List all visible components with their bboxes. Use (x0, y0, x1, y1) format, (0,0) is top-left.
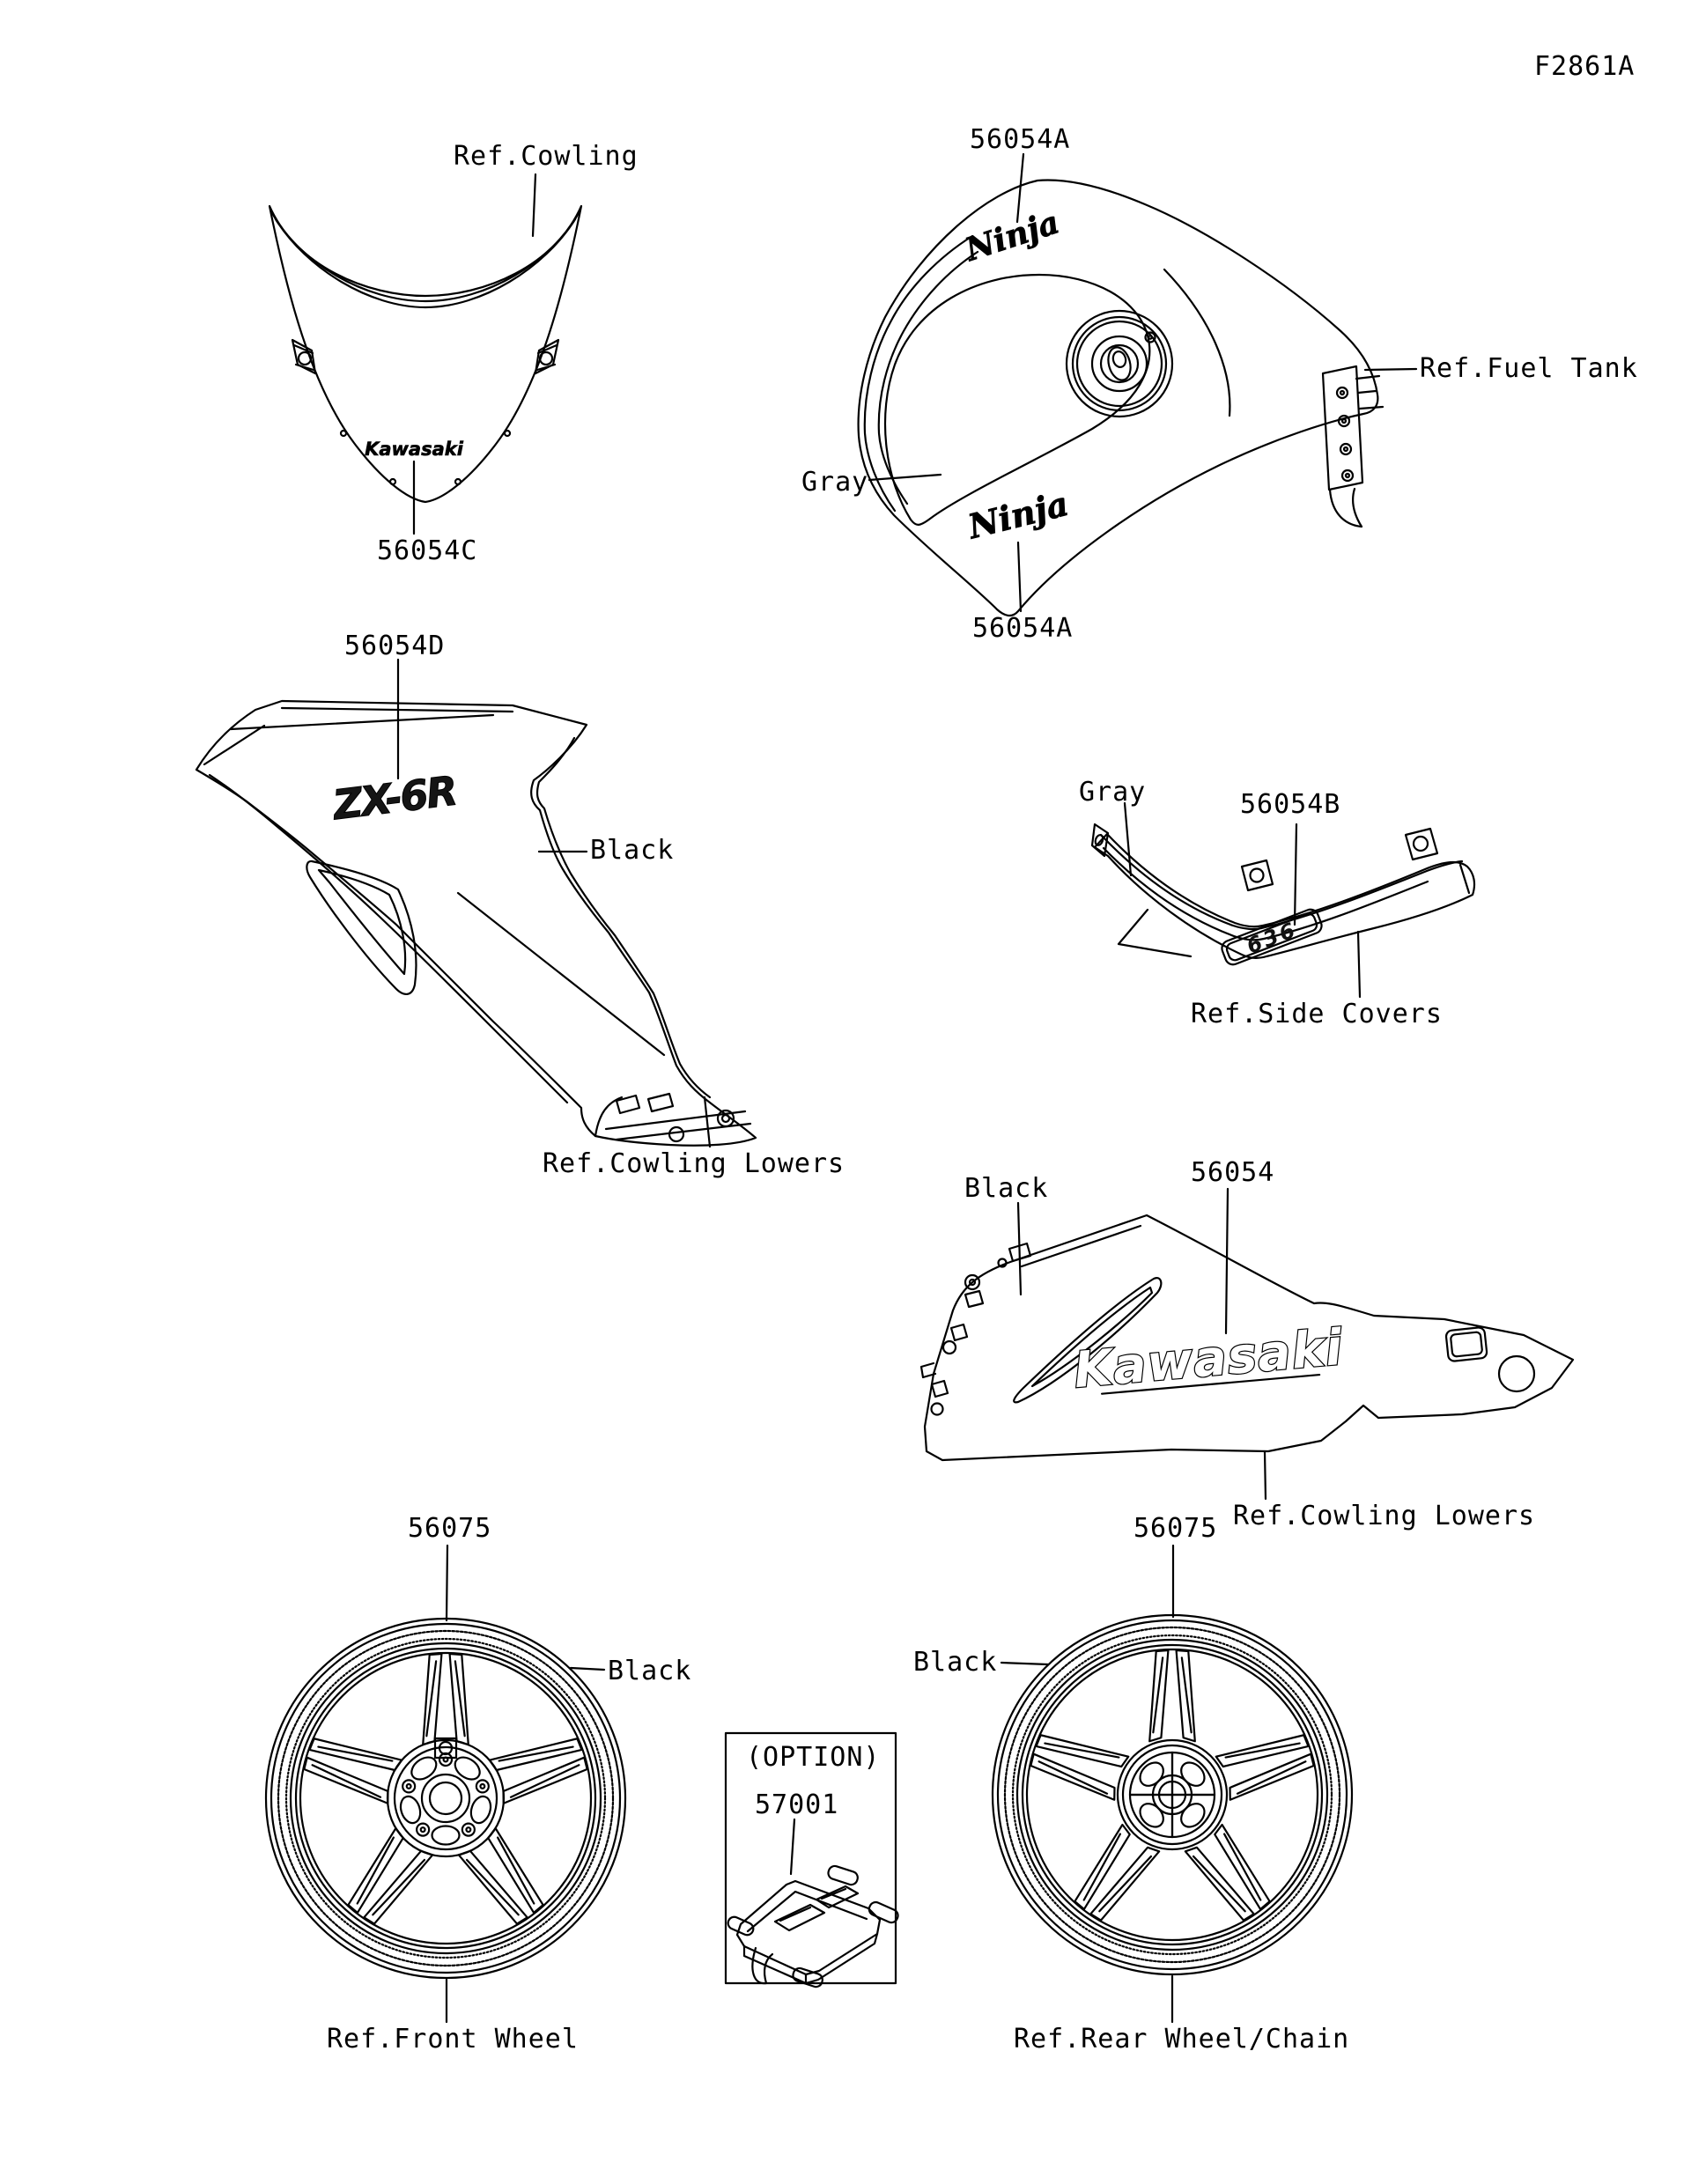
part-number-56075-front: 56075 (408, 1513, 492, 1544)
lower-cowling-kawasaki-decal: Kawasaki (1072, 1319, 1346, 1399)
ref-side-covers-label: Ref.Side Covers (1191, 999, 1443, 1029)
part-number-57001: 57001 (755, 1789, 839, 1820)
ref-cowling-lowers-left: Ref.Cowling Lowers (543, 1148, 846, 1179)
upper-cowling-drawing: ZX-6R (195, 699, 757, 1147)
color-label-black-rear: Black (913, 1647, 998, 1678)
color-label-black-lower: Black (964, 1173, 1049, 1204)
fuel-tank-ninja-decal-top: Ninja (960, 203, 1064, 269)
leader-lines (396, 152, 1418, 2024)
part-number-56075-rear: 56075 (1133, 1513, 1218, 1544)
rear-wheel-drawing (991, 1613, 1354, 1976)
ref-cowling-label: Ref.Cowling (454, 141, 639, 172)
option-box (724, 1731, 899, 1988)
windscreen-kawasaki-decal: Kawasaki (365, 439, 464, 460)
windscreen-drawing: Kawasaki (268, 204, 583, 504)
upper-cowling-zx6r-decal: ZX-6R (329, 767, 458, 830)
front-wheel-drawing (264, 1617, 627, 1980)
ref-cowling-lowers-right: Ref.Cowling Lowers (1233, 1501, 1536, 1531)
ref-fuel-tank-label: Ref.Fuel Tank (1420, 353, 1638, 384)
side-cover-drawing: 636 (1090, 823, 1476, 966)
ref-rear-wheel-label: Ref.Rear Wheel/Chain (1014, 2024, 1350, 2055)
fuel-tank-ninja-decal-bottom: Ninja (964, 483, 1073, 547)
page-code: F2861A (1534, 51, 1636, 82)
part-number-56054C: 56054C (377, 535, 478, 566)
ref-front-wheel-label: Ref.Front Wheel (327, 2024, 579, 2055)
part-number-56054D: 56054D (344, 631, 446, 661)
part-number-56054B: 56054B (1240, 789, 1341, 820)
color-label-black-front: Black (608, 1656, 692, 1686)
color-label-gray-tank: Gray (801, 467, 869, 498)
color-label-black-upper: Black (590, 835, 675, 866)
color-label-gray-side: Gray (1079, 777, 1147, 808)
option-title: (OPTION) (746, 1742, 881, 1773)
part-number-56054A-top: 56054A (970, 124, 1071, 155)
fuel-tank-drawing: Ninja Ninja (857, 179, 1385, 617)
part-number-56054: 56054 (1191, 1157, 1275, 1188)
part-number-56054A-bottom: 56054A (972, 613, 1074, 644)
